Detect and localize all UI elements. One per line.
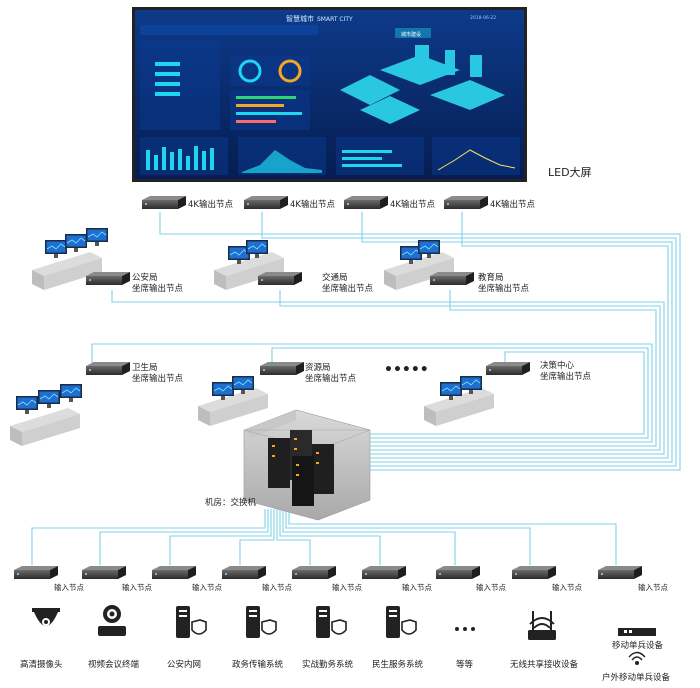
video-conference-icon — [98, 605, 126, 636]
input-node-label: 输入节点 — [476, 582, 506, 592]
seat-education: 教育局 坐席输出节点 — [384, 239, 530, 294]
screen-title-cn: 智慧城市 — [286, 14, 314, 23]
screen-center-tag: 城市建设 — [401, 31, 421, 38]
seat-dept: 决策中心 — [540, 360, 575, 371]
server-room-label: 机房：交换机 — [205, 497, 257, 508]
seat-dept: 资源局 — [305, 362, 331, 373]
server-shield-icon — [246, 606, 277, 638]
input-node-video-conference: 输入节点 视频会议终端 — [82, 566, 152, 670]
input-device-label: 无线共享接收设备 — [510, 659, 579, 670]
server-shield-icon — [386, 606, 417, 638]
output-node-4: 4K输出节点 — [444, 196, 535, 210]
input-device-label: 高清摄像头 — [20, 659, 63, 670]
input-node-label: 输入节点 — [262, 582, 292, 592]
input-node-label: 输入节点 — [552, 582, 582, 592]
input-node-public-service: 输入节点 民生服务系统 — [362, 566, 432, 670]
seat-decision-center: 决策中心 坐席输出节点 — [424, 360, 592, 426]
seat-dept: 交通局 — [322, 272, 348, 283]
output-node-label: 4K输出节点 — [490, 199, 535, 210]
seat-dept: 教育局 — [478, 272, 504, 283]
input-device-label: 等等 — [456, 659, 474, 670]
output-node-label: 4K输出节点 — [188, 199, 233, 210]
output-node-3: 4K输出节点 — [344, 196, 435, 210]
seat-police: 公安局 坐席输出节点 — [32, 227, 184, 294]
seat-sub: 坐席输出节点 — [478, 283, 530, 294]
input-device-label: 公安内网 — [167, 659, 201, 670]
server-rack-icon — [268, 430, 334, 506]
seat-traffic: 交通局 坐席输出节点 — [214, 239, 374, 294]
ellipsis: ••••• — [384, 362, 429, 378]
mobile-unit-icon — [618, 628, 656, 636]
input-node-label: 输入节点 — [192, 582, 222, 592]
input-node-label: 输入节点 — [402, 582, 432, 592]
seat-sub: 坐席输出节点 — [132, 283, 184, 294]
camera-icon — [32, 608, 60, 626]
seat-sub: 坐席输出节点 — [305, 373, 357, 384]
seat-health: 卫生局 坐席输出节点 — [10, 362, 184, 446]
input-device-label: 视频会议终端 — [88, 659, 140, 670]
input-device-label: 移动单兵设备 — [612, 640, 664, 651]
server-room — [243, 409, 371, 521]
input-device-label: 政务传输系统 — [232, 659, 284, 670]
outdoor-unit: 户外移动单兵设备 — [602, 651, 671, 683]
server-shield-icon — [176, 606, 207, 638]
signal-icon — [628, 651, 646, 665]
input-node-duty-system: 输入节点 实战勤务系统 — [292, 566, 362, 670]
seat-sub: 坐席输出节点 — [132, 373, 184, 384]
input-node-label: 输入节点 — [638, 582, 668, 592]
dots-icon — [455, 627, 475, 631]
input-node-police-intranet: 输入节点 公安内网 — [152, 566, 222, 670]
input-node-etc: 输入节点 等等 — [436, 566, 506, 670]
seat-dept: 卫生局 — [132, 362, 158, 373]
led-screen-label: LED大屏 — [548, 165, 592, 179]
input-node-wireless: 输入节点 无线共享接收设备 — [510, 566, 582, 670]
outdoor-unit-label: 户外移动单兵设备 — [602, 672, 671, 683]
input-node-mobile-unit: 输入节点 移动单兵设备 — [598, 566, 668, 651]
screen-title-en: SMART CITY — [317, 16, 353, 23]
led-video-wall: 智慧城市 SMART CITY 2018-06-22 城市建设 — [132, 7, 527, 182]
seat-sub: 坐席输出节点 — [540, 371, 592, 382]
wifi-router-icon — [528, 611, 556, 640]
output-node-1: 4K输出节点 — [142, 196, 233, 210]
input-device-label: 实战勤务系统 — [302, 659, 354, 670]
seat-sub: 坐席输出节点 — [322, 283, 374, 294]
screen-date: 2018-06-22 — [470, 15, 496, 21]
seat-dept: 公安局 — [132, 272, 158, 283]
input-node-label: 输入节点 — [332, 582, 362, 592]
connection-lines — [31, 212, 681, 565]
input-device-label: 民生服务系统 — [372, 659, 424, 670]
input-node-label: 输入节点 — [122, 582, 152, 592]
input-node-camera: 输入节点 高清摄像头 — [14, 566, 84, 670]
server-shield-icon — [316, 606, 347, 638]
input-node-label: 输入节点 — [54, 582, 84, 592]
seat-resources: 资源局 坐席输出节点 — [198, 362, 357, 426]
output-node-2: 4K输出节点 — [244, 196, 335, 210]
input-node-government: 输入节点 政务传输系统 — [222, 566, 292, 670]
output-node-label: 4K输出节点 — [290, 199, 335, 210]
output-node-label: 4K输出节点 — [390, 199, 435, 210]
